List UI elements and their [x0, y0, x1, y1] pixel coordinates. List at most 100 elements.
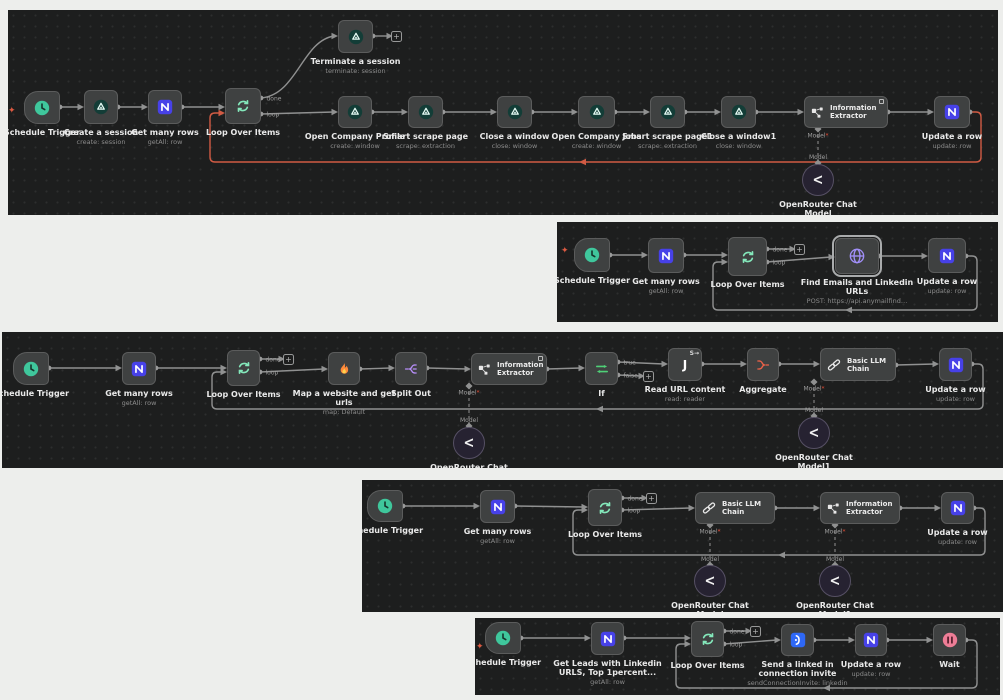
get-many-rows-node[interactable]: [148, 90, 182, 124]
port-label: loop: [628, 507, 641, 514]
loop-over-items-node[interactable]: [588, 489, 622, 526]
input-port-arrow: [927, 108, 934, 116]
node-title: Basic LLM Chain: [722, 500, 762, 516]
airtop-icon: [418, 104, 434, 120]
terminate-a-session-node[interactable]: [338, 20, 373, 53]
workflow-issue-indicator: ✦: [476, 642, 484, 652]
schedule-trigger-node[interactable]: [367, 490, 403, 522]
schedule-trigger-node[interactable]: [13, 352, 49, 385]
loop-icon: [740, 249, 756, 265]
update-a-row-node[interactable]: [941, 492, 974, 524]
loop-icon: [236, 360, 252, 376]
airtop-icon: [348, 29, 364, 45]
wire: [260, 35, 335, 99]
model-wire-label: Model: [826, 556, 844, 563]
smart-scrape-page1-node[interactable]: [650, 96, 685, 128]
openrouter-chat-node[interactable]: <: [819, 565, 851, 597]
port-label: done: [773, 246, 788, 253]
port-label: loop: [773, 259, 786, 266]
model-wire-label: Model: [701, 556, 719, 563]
input-port-arrow: [578, 364, 585, 372]
wait-node[interactable]: [933, 624, 966, 656]
update-a-row-node[interactable]: [855, 624, 887, 656]
wire-direction-arrow: [823, 684, 830, 692]
update-a-row-node[interactable]: [928, 238, 966, 273]
openrouter-chat-node[interactable]: <: [802, 164, 834, 196]
input-port-arrow: [77, 103, 84, 111]
openrouter-chat-node[interactable]: <: [453, 427, 485, 459]
pinned-data-badge: [879, 99, 884, 104]
add-node-button[interactable]: +: [794, 244, 805, 255]
smart-scrape-page-node[interactable]: [408, 96, 443, 128]
input-port-arrow: [638, 372, 645, 380]
get-many-rows-node[interactable]: [122, 352, 156, 385]
input-port-arrow: [278, 355, 285, 363]
model-wire-label: Model: [809, 154, 827, 161]
schedule-trigger-node[interactable]: [24, 91, 60, 124]
wire: [546, 367, 582, 370]
add-node-button[interactable]: +: [283, 354, 294, 365]
port-label: true: [624, 359, 637, 366]
add-node-button[interactable]: +: [646, 493, 657, 504]
get-many-rows-node[interactable]: [480, 490, 515, 523]
node-title: Basic LLM Chain: [847, 356, 887, 373]
input-port-arrow: [661, 360, 668, 368]
loop-over-items-node[interactable]: [227, 350, 260, 386]
close-a-window-node[interactable]: [497, 96, 532, 128]
input-port-arrow: [331, 108, 338, 116]
schedule-trigger-node[interactable]: [485, 622, 521, 654]
nocodb-icon: [658, 248, 674, 264]
split-out-node[interactable]: [395, 352, 427, 385]
basic-llm-chain-node[interactable]: Basic LLM Chain: [695, 492, 775, 524]
add-node-button[interactable]: +: [391, 31, 402, 42]
basic-llm-chain-node[interactable]: Basic LLM Chain: [820, 348, 896, 381]
aggregate-node[interactable]: [747, 348, 779, 381]
loop-over-items-node[interactable]: [225, 88, 261, 124]
clock-icon: [34, 100, 50, 116]
port-label: done: [266, 356, 281, 363]
workflow-issue-indicator: ✦: [561, 246, 569, 256]
port-label: false: [624, 372, 639, 379]
update-a-row-node[interactable]: [934, 96, 970, 128]
map-a-website-and-get-urls-node[interactable]: [328, 352, 360, 385]
input-port-arrow: [401, 108, 408, 116]
model-wire-label: Model: [460, 417, 478, 424]
find-emails-and-linkedin-urls-node[interactable]: [831, 234, 883, 278]
workflow-panel-3[interactable]: donelooptruefalseModel*ModelModel*ModelS…: [2, 332, 1003, 468]
send-a-linked-in-connection-invite-node[interactable]: [781, 624, 814, 656]
openrouter-chat-node[interactable]: <: [694, 565, 726, 597]
loop-over-items-node[interactable]: [691, 621, 724, 657]
wire: [259, 368, 325, 373]
create-a-session-node[interactable]: [84, 90, 118, 124]
open-company-jobs-node[interactable]: [578, 96, 615, 128]
input-port-arrow: [684, 640, 691, 648]
get-many-rows-node[interactable]: [648, 238, 684, 273]
chain-icon: [701, 500, 717, 516]
loop-over-items-node[interactable]: [728, 237, 767, 276]
open-company-profile-node[interactable]: [338, 96, 372, 128]
schedule-trigger-node[interactable]: [574, 238, 610, 272]
update-a-row-node[interactable]: [939, 348, 972, 381]
get-leads-with-linkedin-urls-top-1percent-node[interactable]: [591, 622, 624, 655]
port-label: loop: [730, 641, 743, 648]
close-a-window1-node[interactable]: [721, 96, 756, 128]
input-port-arrow: [789, 245, 796, 253]
openrouter-chat-node[interactable]: <: [798, 417, 830, 449]
airtop-icon: [507, 104, 523, 120]
add-node-button[interactable]: +: [750, 626, 761, 637]
loop-icon: [700, 631, 716, 647]
if-node[interactable]: [585, 352, 618, 385]
add-node-button[interactable]: +: [643, 371, 654, 382]
model-port-label: Model*: [458, 390, 479, 397]
